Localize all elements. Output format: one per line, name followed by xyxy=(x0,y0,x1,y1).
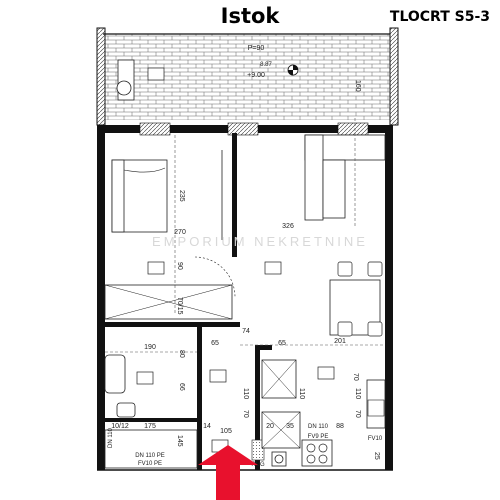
bathroom-divider xyxy=(105,418,197,422)
terrace-door-middle xyxy=(227,122,259,136)
dim-70-b: 70 xyxy=(354,410,361,418)
dim-74: 74 xyxy=(242,328,250,335)
storage: 110 35 20 xyxy=(261,359,305,467)
dim-70-c: 70 xyxy=(352,373,359,381)
technical-cross-b xyxy=(261,411,301,449)
dim-80: 80 xyxy=(178,350,185,358)
bathroom-right-wall xyxy=(197,327,202,470)
apartment-walls xyxy=(97,122,393,471)
dim-145: 145 xyxy=(176,435,183,447)
dim-10-12: 10/12 xyxy=(111,423,129,430)
entry-shaft xyxy=(251,439,265,461)
bathroom: 190 80 66 175 10/12 145 DN 110 DN 110 PE… xyxy=(104,344,198,469)
dim-65-a: 65 xyxy=(211,340,219,347)
plan-title: Istok xyxy=(220,4,280,28)
label-dn110-a: DN 110 xyxy=(108,427,114,448)
bathtub xyxy=(104,354,126,394)
meter-icon xyxy=(271,451,287,467)
dim-235: 235 xyxy=(178,190,185,202)
dim-20: 20 xyxy=(266,423,274,430)
burner-1-icon xyxy=(306,443,316,453)
dim-25: 25 xyxy=(373,452,380,460)
dim-326: 326 xyxy=(282,223,294,230)
label-fv9pe: FV9 PE xyxy=(308,434,329,440)
terrace-left-wall xyxy=(96,27,106,126)
plan-code: TLOCRT S5-3 xyxy=(389,9,490,25)
living-ss-icon xyxy=(264,261,282,275)
dim-190: 190 xyxy=(144,344,156,351)
wardrobe xyxy=(104,284,233,320)
bedroom-bottom-wall xyxy=(105,322,240,327)
terrace: P=90 +9.00 8.87 160 xyxy=(96,27,399,126)
terrace-ss-icon xyxy=(147,67,165,81)
label-rug: RUG xyxy=(251,462,265,468)
burner-2-icon xyxy=(318,443,328,453)
living-room: 326 201 74 xyxy=(240,118,386,346)
bedroom: 235 270 90 70/15 xyxy=(104,135,236,320)
kitchen-ss-icon xyxy=(317,366,335,380)
bedroom-living-wall xyxy=(232,133,237,257)
dim-201: 201 xyxy=(334,338,346,345)
dim-110-b: 110 xyxy=(298,388,305,399)
burner-4-icon xyxy=(318,454,328,464)
dim-270: 270 xyxy=(174,229,186,236)
entry-hall: 65 65 110 70 105 RUG xyxy=(209,340,286,468)
cooktop xyxy=(301,439,333,467)
chair-bottom-right xyxy=(367,321,383,337)
kitchen: 110 70 70 DN 110 FV9 PE FV10 88 25 14 xyxy=(203,366,386,467)
storage-cross-b xyxy=(261,359,297,399)
burner-3-icon xyxy=(306,454,316,464)
bedroom-door-swing xyxy=(194,256,236,298)
terrace-width: 160 xyxy=(354,80,361,92)
wardrobe-cross-b xyxy=(104,284,233,320)
dim-70-a: 70 xyxy=(242,410,249,418)
dim-110-a: 110 xyxy=(242,388,249,399)
bedroom-ss-icon xyxy=(147,261,165,275)
dim-66: 66 xyxy=(178,383,185,391)
label-dn110-c: DN 110 xyxy=(308,424,329,430)
terrace-area: P=90 xyxy=(248,45,265,52)
dim-90: 90 xyxy=(176,262,183,270)
entry-right-wall xyxy=(255,345,260,470)
dim-175: 175 xyxy=(144,423,156,430)
terrace-level-sub: 8.87 xyxy=(260,62,272,68)
dim-88: 88 xyxy=(336,423,344,430)
dim-70-15: 70/15 xyxy=(176,297,183,315)
bed-headboard xyxy=(111,159,125,233)
level-marker-fill xyxy=(288,65,298,75)
terrace-door-right xyxy=(337,122,369,136)
label-fv10pe: FV10 PE xyxy=(138,461,162,467)
dim-65-b: 65 xyxy=(278,340,286,347)
chair-bottom-left xyxy=(337,321,353,337)
toilet xyxy=(116,402,136,418)
terrace-plant-icon xyxy=(116,80,132,96)
chair-top-right xyxy=(367,261,383,277)
coffee-table xyxy=(322,159,346,219)
dim-35: 35 xyxy=(286,423,294,430)
entrance-arrow-icon xyxy=(198,445,258,500)
terrace-door-left xyxy=(139,122,171,136)
meter-dial xyxy=(274,454,284,464)
kitchen-sink xyxy=(367,399,385,417)
dim-105: 105 xyxy=(220,428,232,435)
entry-top-wall xyxy=(260,345,272,350)
label-dn110-b: DN 110 PE xyxy=(135,453,165,459)
bed-blanket-line xyxy=(123,167,166,173)
chair-top-left xyxy=(337,261,353,277)
hall-ss-icon xyxy=(209,369,227,383)
laundry-unit xyxy=(104,429,198,469)
label-fv10: FV10 xyxy=(368,436,383,442)
interior-walls xyxy=(105,133,272,470)
terrace-right-wall xyxy=(389,27,399,126)
sofa-side xyxy=(304,134,324,221)
dim-14: 14 xyxy=(203,423,211,430)
bathroom-ss-icon xyxy=(136,371,154,385)
dim-110-c: 110 xyxy=(354,388,361,399)
watermark: EMPORIUM NEKRETNINE xyxy=(152,234,368,249)
terrace-level: +9.00 xyxy=(247,72,265,79)
